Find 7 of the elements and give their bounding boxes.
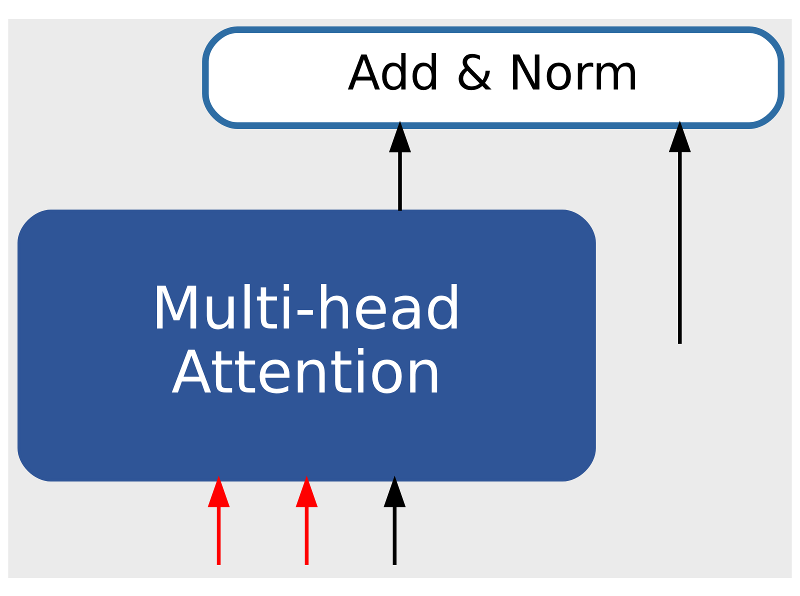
- arrow: [296, 475, 318, 564]
- arrow: [384, 475, 406, 564]
- arrow: [388, 120, 412, 210]
- arrow: [208, 475, 230, 564]
- node-box: Multi-head Attention: [18, 209, 596, 481]
- node-box: Add & Norm: [202, 26, 784, 128]
- arrow: [668, 120, 691, 344]
